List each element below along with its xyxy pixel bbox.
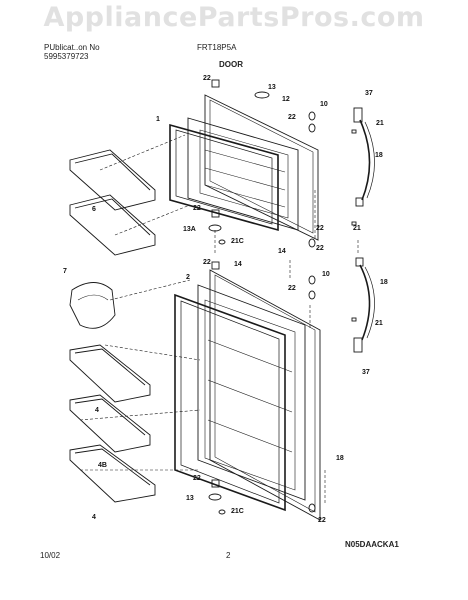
callout-10: 10 <box>320 101 328 108</box>
footer-date: 10/02 <box>40 551 61 560</box>
publication-label: PUblicat..on No <box>44 43 100 52</box>
callout-15: 18 <box>336 455 344 462</box>
callout-14: 14 <box>234 261 242 268</box>
callout-10: 10 <box>322 271 330 278</box>
footer-page: 2 <box>226 551 231 560</box>
callout-22: 22 <box>193 205 201 212</box>
callout-22: 22 <box>288 114 296 121</box>
model-number: FRT18P5A <box>197 43 237 52</box>
callout-22: 22 <box>316 245 324 252</box>
section-title: DOOR <box>219 60 243 69</box>
callout-11: 12 <box>282 96 290 103</box>
callout-21c: 21C <box>231 508 244 515</box>
footer-code: N05DAACKA1 <box>345 540 399 549</box>
diagram-lines <box>69 79 375 521</box>
callout-22: 22 <box>316 225 324 232</box>
callout-18: 18 <box>375 152 383 159</box>
watermark: AppliancePartsPros.com <box>43 2 425 33</box>
callout-2: 2 <box>186 274 190 281</box>
callout-22: 22 <box>203 259 211 266</box>
callout-22: 22 <box>193 475 201 482</box>
callout-21: 21 <box>376 120 384 127</box>
publication-number: 5995379723 <box>44 52 89 61</box>
callout-22: 22 <box>203 75 211 82</box>
callout-18: 18 <box>380 279 388 286</box>
callout-1: 1 <box>156 116 160 123</box>
callout-22: 22 <box>288 285 296 292</box>
callout-37: 37 <box>362 369 370 376</box>
callout-14: 14 <box>278 248 286 255</box>
callout-21: 21 <box>353 225 361 232</box>
callout-4: 4 <box>95 407 99 414</box>
callout-13a: 13A <box>183 226 196 233</box>
callout-12: 13 <box>268 84 276 91</box>
callout-21c: 21C <box>231 238 244 245</box>
callout-22: 22 <box>318 517 326 524</box>
callout-6: 6 <box>92 206 96 213</box>
callout-4: 4 <box>92 514 96 521</box>
callout-7: 7 <box>63 268 67 275</box>
callout-4b: 4B <box>98 462 107 469</box>
callout-13: 13 <box>186 495 194 502</box>
callout-21: 21 <box>375 320 383 327</box>
callout-37: 37 <box>365 90 373 97</box>
